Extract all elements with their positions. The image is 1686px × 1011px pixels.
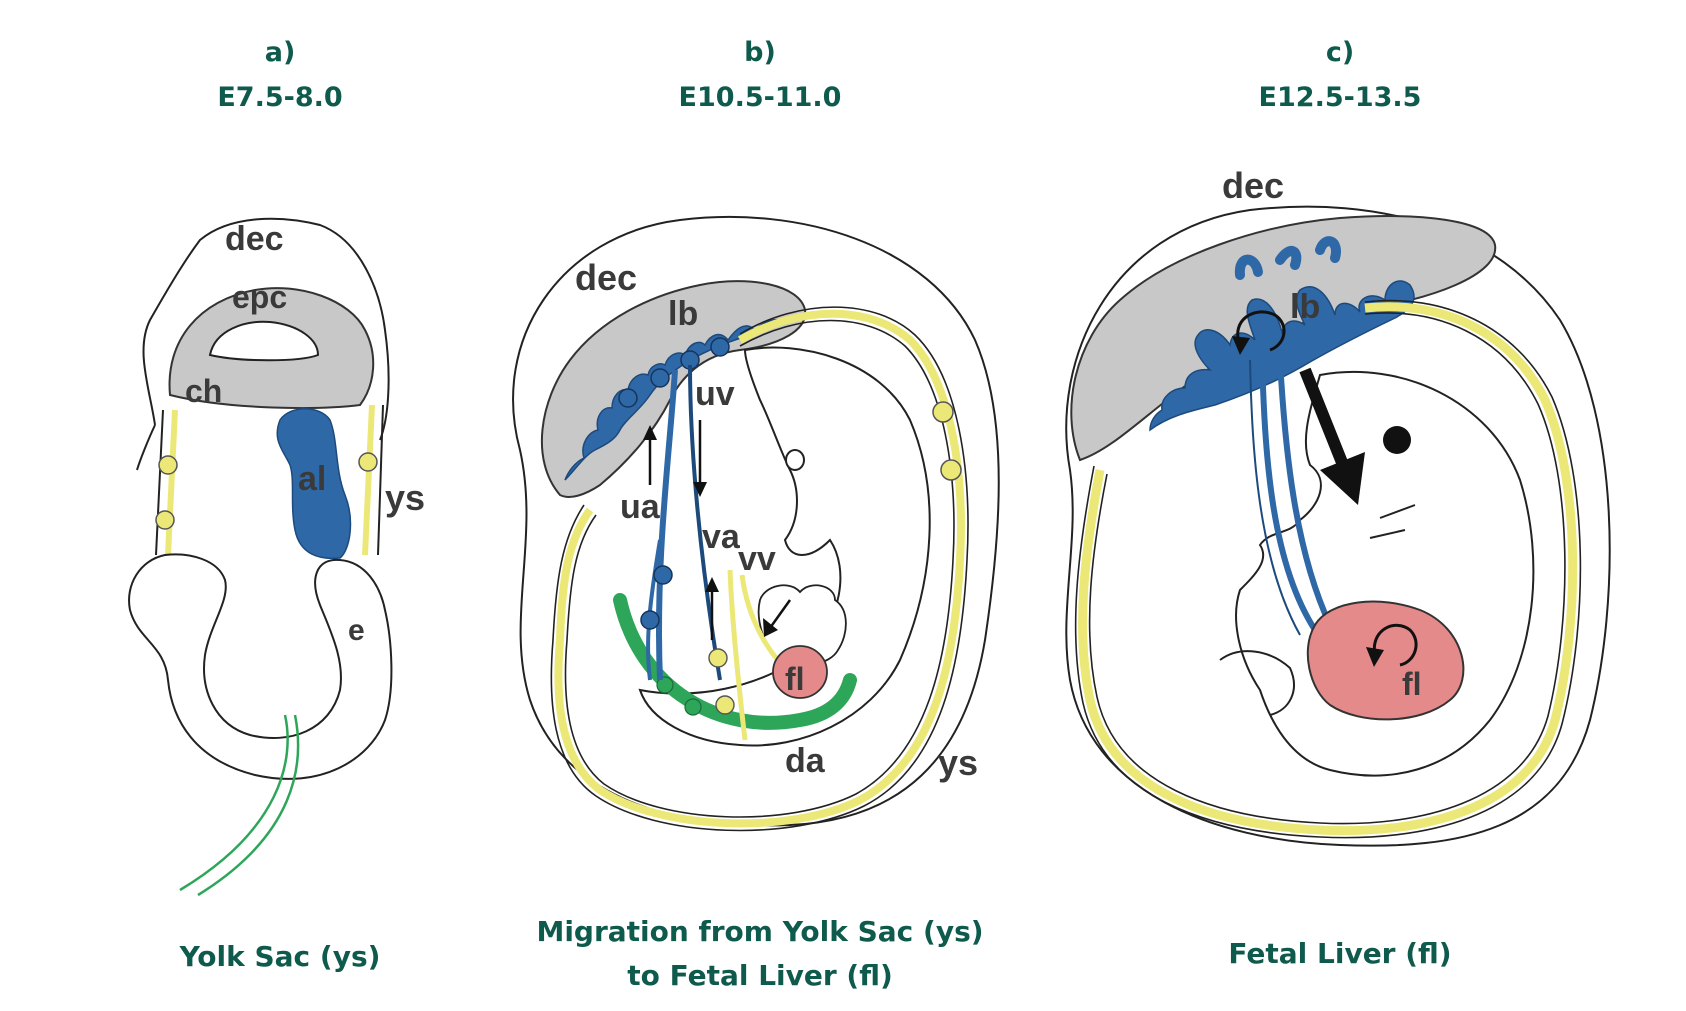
panel-a-letter: a): [264, 37, 296, 68]
panel-a-label-e: e: [348, 614, 365, 647]
panel-b-label-ys: ys: [938, 742, 978, 783]
panel-a-yolk-sac-right: [362, 404, 375, 556]
panel-b-heading: b) E10.5-11.0: [640, 30, 880, 120]
panel-b-stage: E10.5-11.0: [678, 82, 842, 113]
panel-b-fetal-liver: [772, 645, 828, 699]
panel-c-circular-arrow-icon: [1372, 623, 1418, 667]
panel-c-circular-arrow-icon: [1236, 310, 1286, 352]
panel-b-label-da: da: [785, 742, 826, 780]
panel-c-decidua-outline: [1065, 205, 1611, 847]
panel-c-drawing: dec lb fl: [1065, 165, 1611, 847]
panel-b-label-uv: uv: [695, 375, 735, 413]
panel-b-yolk-sac: [554, 309, 965, 828]
panel-a-label-epc: epc: [232, 279, 287, 315]
panel-b-dorsal-aorta: [613, 593, 857, 730]
panel-a-embryo: [128, 553, 393, 780]
panel-a-caption-line1: Yolk Sac (ys): [179, 940, 381, 973]
panel-a-cavity: [208, 320, 320, 362]
panel-c-label-fl: fl: [1402, 666, 1422, 702]
panel-b-drawing: dec lb uv ua va vv fl da ys: [512, 215, 1000, 832]
panel-b-yolk-blood-island: [940, 459, 962, 481]
panel-b-label-dec: dec: [575, 257, 637, 298]
panel-a-green-strand: [179, 714, 289, 892]
panel-a-caption: Yolk Sac (ys): [130, 935, 430, 979]
panel-b-letter: b): [744, 37, 776, 68]
panel-b-vitelline-vessels: [727, 569, 748, 741]
panel-a-heading: a) E7.5-8.0: [180, 30, 380, 120]
panel-a-yolk-blood-island: [358, 452, 378, 472]
panel-c-yolk-sac: [1078, 302, 1578, 836]
panel-a-stage: E7.5-8.0: [217, 82, 343, 113]
panel-c-label-lb: lb: [1290, 288, 1320, 326]
panel-a-yolk-sac-left: [165, 409, 178, 556]
panel-b-label-fl: fl: [785, 661, 805, 697]
panel-c-labyrinth: [1149, 280, 1415, 432]
panel-c-umbilical-vessels: [1259, 359, 1318, 632]
panel-b-decidua-outline: [512, 215, 1000, 827]
panel-a-drawing: dec epc ch al ys e: [128, 217, 425, 897]
panel-b-label-va: va: [702, 518, 741, 556]
panel-a-label-dec: dec: [225, 220, 284, 258]
panel-c-migration-arrow-icon: [1299, 367, 1351, 473]
panel-c-caption: Fetal Liver (fl): [1180, 932, 1500, 976]
panel-b-arrow-diag-icon: [768, 599, 792, 629]
panel-b-umbilical-vessels: [656, 369, 678, 681]
panel-b-yolk-blood-island: [932, 401, 954, 423]
panel-c-label-dec: dec: [1222, 165, 1284, 206]
panel-a-decidua: [142, 217, 390, 441]
panel-c-letter: c): [1325, 37, 1355, 68]
panel-a-label-al: al: [298, 460, 326, 498]
panel-c-fetal-liver: [1306, 600, 1465, 721]
panel-c-caption-line1: Fetal Liver (fl): [1228, 937, 1452, 970]
panel-b-caption-line2: to Fetal Liver (fl): [627, 959, 893, 992]
panel-a-yolk-blood-island: [155, 510, 175, 530]
panel-b-caption: Migration from Yolk Sac (ys) to Fetal Li…: [520, 910, 1000, 998]
panel-a-yolk-blood-island: [158, 455, 178, 475]
panel-b-label-vv: vv: [738, 540, 776, 578]
panel-b-label-ua: ua: [620, 488, 661, 526]
panel-a-label-ys: ys: [385, 477, 425, 518]
panel-a-label-ch: ch: [185, 373, 222, 409]
panel-b-caption-line1: Migration from Yolk Sac (ys): [536, 915, 984, 948]
panel-a-green-strand: [197, 714, 300, 897]
panel-a-allantois: [276, 408, 352, 560]
panel-c-heading: c) E12.5-13.5: [1220, 30, 1460, 120]
panel-b-label-lb: lb: [668, 295, 698, 333]
panel-b-labyrinth: [564, 318, 782, 481]
panel-c-stage: E12.5-13.5: [1258, 82, 1422, 113]
